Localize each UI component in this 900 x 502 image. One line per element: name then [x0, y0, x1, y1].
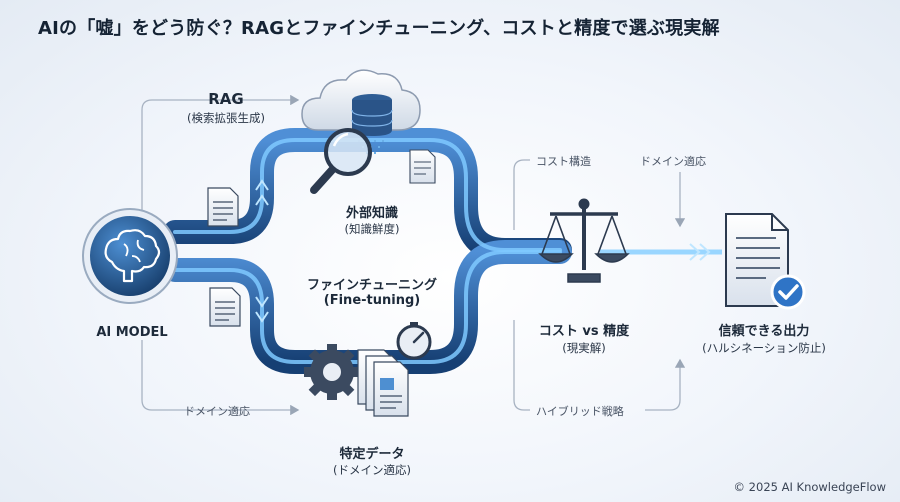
check-icon [770, 274, 806, 310]
doc-icon-lower [209, 287, 241, 327]
guide-domain-adapt-right: ドメイン適応 [640, 155, 706, 168]
reliable-output-sublabel: (ハルシネーション防止) [702, 341, 826, 355]
flow-chevrons [255, 179, 711, 323]
doc-icon-upper [207, 187, 239, 227]
pipes [163, 128, 722, 374]
reliable-output-label: 信頼できる出力 [718, 324, 810, 339]
external-knowledge-label: 外部知識 [345, 206, 399, 221]
ai-model-label: AI MODEL [96, 325, 168, 340]
doc-icon-external [409, 149, 436, 184]
specific-data-sublabel: (ドメイン適応) [333, 463, 411, 477]
specific-data-label: 特定データ [339, 447, 405, 462]
guide-hybrid-strategy: ハイブリッド戦略 [536, 405, 624, 418]
guide-domain-adapt-left: ドメイン適応 [184, 405, 250, 418]
cloud-database-icon [301, 69, 421, 154]
rag-label: RAG [208, 90, 244, 108]
page-title: AIの「嘘」をどう防ぐ？RAGとファインチューニング、コストと精度で選ぶ現実解 [38, 18, 720, 39]
brain-icon [82, 208, 178, 304]
finetune-sublabel: (Fine-tuning) [323, 293, 421, 308]
cost-vs-accuracy-label: コスト vs 精度 [538, 324, 630, 339]
guide-cost-structure: コスト構造 [536, 155, 591, 168]
copyright: © 2025 AI KnowledgeFlow [733, 480, 886, 494]
output-document-icon [725, 213, 789, 307]
external-knowledge-sublabel: (知識鮮度) [344, 222, 400, 236]
guide-lines [141, 94, 686, 416]
magnifier-icon [310, 128, 372, 194]
cost-vs-accuracy-sublabel: (現実解) [562, 341, 606, 355]
rag-sublabel: (検索拡張生成) [187, 111, 265, 125]
gear-icon [304, 344, 360, 400]
finetune-label: ファインチューニング [306, 278, 438, 293]
gauge-icon [396, 322, 432, 360]
balance-scale-icon [538, 198, 630, 283]
stacked-docs-icon [357, 349, 409, 417]
